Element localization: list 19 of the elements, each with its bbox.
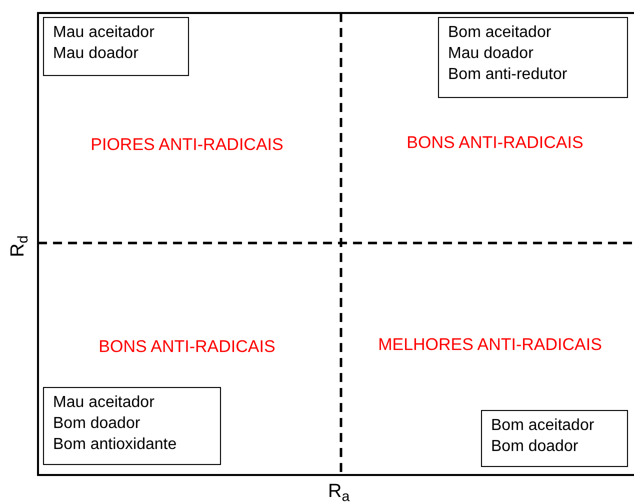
box-text: Bom aceitador [491, 416, 596, 436]
box-text: Bom antioxidante [53, 435, 178, 455]
box-text: Mau doador [53, 44, 140, 64]
text-box [438, 17, 628, 98]
box-text: Bom anti-redutor [448, 65, 568, 85]
box-text: Bom doador [491, 437, 580, 457]
box-text: Mau doador [448, 44, 534, 64]
box-text: Mau aceitador [53, 23, 156, 43]
quadrant-label: BONS ANTI-RADICAIS [98, 336, 276, 358]
box-text: Mau aceitador [53, 393, 156, 413]
quadrant-label: PIORES ANTI-RADICAIS [90, 134, 284, 156]
quadrant-label: MELHORES ANTI-RADICAIS [377, 334, 603, 356]
text-box [43, 17, 189, 76]
text-box [43, 387, 221, 465]
box-text: Bom doador [53, 414, 142, 434]
box-text: Bom aceitador [448, 23, 552, 43]
quadrant-label: BONS ANTI-RADICAIS [406, 132, 584, 154]
text-box [481, 410, 628, 467]
axis-label: R$_{a}$ [328, 480, 350, 502]
